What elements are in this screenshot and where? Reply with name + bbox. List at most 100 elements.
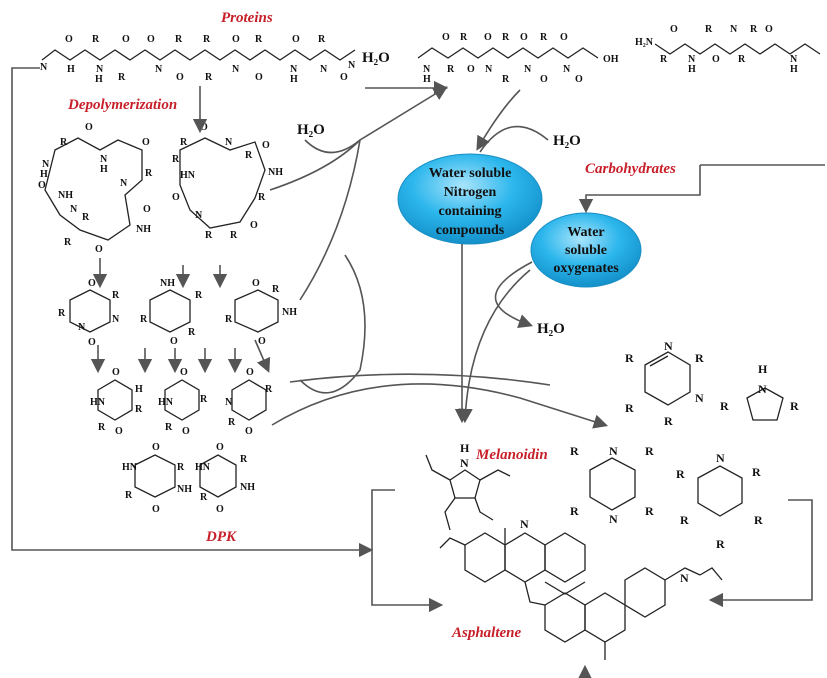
svg-text:O: O: [467, 64, 475, 75]
depolymerization-label: Depolymerization: [67, 97, 177, 113]
water-label-top: H₂O: [362, 50, 390, 66]
svg-text:R: R: [625, 351, 634, 365]
svg-text:O: O: [38, 180, 46, 191]
svg-text:O: O: [142, 137, 150, 148]
svg-text:NH: NH: [58, 190, 73, 201]
svg-text:O: O: [292, 34, 300, 45]
svg-text:O: O: [170, 336, 178, 347]
svg-text:R: R: [180, 137, 188, 148]
pyrimidine-structure: RN RN RR: [625, 339, 704, 428]
svg-text:O: O: [340, 72, 348, 83]
svg-text:O: O: [147, 34, 155, 45]
svg-text:R: R: [118, 72, 126, 83]
svg-text:R: R: [318, 34, 326, 45]
svg-text:H: H: [95, 74, 103, 85]
svg-text:R: R: [98, 422, 106, 433]
svg-text:O: O: [172, 192, 180, 203]
svg-text:R: R: [188, 327, 196, 338]
svg-text:H₂N: H₂N: [635, 37, 654, 48]
carbohydrates-label: Carbohydrates: [585, 161, 676, 177]
svg-text:R: R: [540, 32, 548, 43]
svg-text:N: N: [290, 64, 298, 75]
svg-text:O: O: [520, 32, 528, 43]
nitrogen-node-line-1: Water soluble: [429, 166, 512, 181]
svg-text:HN: HN: [158, 397, 174, 408]
svg-text:O: O: [152, 442, 160, 453]
svg-text:N: N: [790, 54, 798, 65]
nitrogen-compounds-node: Water soluble Nitrogen containing compou…: [397, 153, 543, 245]
svg-text:N: N: [40, 62, 48, 73]
svg-text:R: R: [195, 290, 203, 301]
svg-text:O: O: [95, 244, 103, 255]
svg-text:R: R: [200, 394, 208, 405]
svg-text:R: R: [680, 513, 689, 527]
svg-text:R: R: [64, 237, 72, 248]
svg-text:N: N: [42, 159, 50, 170]
svg-text:O: O: [765, 24, 773, 35]
svg-text:R: R: [570, 444, 579, 458]
svg-text:N: N: [680, 571, 689, 585]
svg-text:N: N: [232, 64, 240, 75]
svg-text:OH: OH: [603, 54, 619, 65]
svg-text:O: O: [712, 54, 720, 65]
svg-text:NH: NH: [240, 482, 255, 493]
svg-text:R: R: [255, 34, 263, 45]
svg-text:HN: HN: [90, 397, 106, 408]
svg-text:O: O: [122, 34, 130, 45]
svg-text:R: R: [145, 168, 153, 179]
svg-text:NH: NH: [282, 307, 297, 318]
svg-text:N: N: [460, 456, 469, 470]
svg-text:N: N: [112, 314, 120, 325]
svg-text:R: R: [752, 465, 761, 479]
nitrogen-node-line-3: containing: [438, 204, 501, 219]
svg-text:R: R: [203, 34, 211, 45]
svg-text:O: O: [200, 122, 208, 133]
water-label-left: H₂O: [297, 122, 325, 138]
asphaltene-structure: N N: [439, 517, 723, 660]
melanoidin-structure: HN: [425, 441, 511, 531]
oxygenates-node: Water soluble oxygenates: [530, 212, 642, 288]
svg-text:H: H: [135, 384, 143, 395]
svg-text:R: R: [716, 537, 725, 551]
svg-text:H: H: [460, 441, 470, 455]
oxygenates-node-line-2: soluble: [565, 243, 607, 258]
svg-text:R: R: [58, 308, 66, 319]
svg-text:R: R: [175, 34, 183, 45]
asphaltene-label: Asphaltene: [451, 625, 522, 641]
svg-text:R: R: [645, 444, 654, 458]
svg-text:R: R: [228, 417, 236, 428]
svg-text:O: O: [65, 34, 73, 45]
svg-text:O: O: [262, 140, 270, 151]
svg-text:N: N: [78, 322, 86, 333]
svg-text:O: O: [182, 426, 190, 437]
svg-text:N: N: [195, 210, 203, 221]
svg-text:O: O: [176, 72, 184, 83]
svg-text:N: N: [716, 451, 725, 465]
svg-text:R: R: [230, 230, 238, 241]
svg-text:R: R: [258, 192, 266, 203]
peptide-fragment-center: NH OR RO ON RR ON RO ON OOH: [417, 32, 619, 85]
svg-text:R: R: [200, 492, 208, 503]
svg-text:R: R: [676, 467, 685, 481]
svg-text:N: N: [688, 54, 696, 65]
svg-text:R: R: [205, 72, 213, 83]
svg-text:O: O: [245, 426, 253, 437]
svg-text:R: R: [460, 32, 468, 43]
svg-text:N: N: [520, 517, 529, 531]
protein-chain-structure: NOH RNH OR ON RO RR ON RO ONH RN ON: [40, 34, 356, 85]
pathway-arrows: [11, 67, 825, 678]
svg-text:H: H: [100, 164, 108, 175]
svg-text:HN: HN: [180, 170, 196, 181]
svg-text:NH: NH: [268, 167, 283, 178]
svg-text:O: O: [152, 504, 160, 515]
svg-text:R: R: [135, 404, 143, 415]
svg-text:H: H: [758, 362, 768, 376]
svg-text:R: R: [112, 290, 120, 301]
svg-text:NH: NH: [136, 224, 151, 235]
svg-text:O: O: [216, 442, 224, 453]
svg-text:N: N: [695, 391, 704, 405]
oxygenates-node-line-3: oxygenates: [553, 261, 619, 276]
